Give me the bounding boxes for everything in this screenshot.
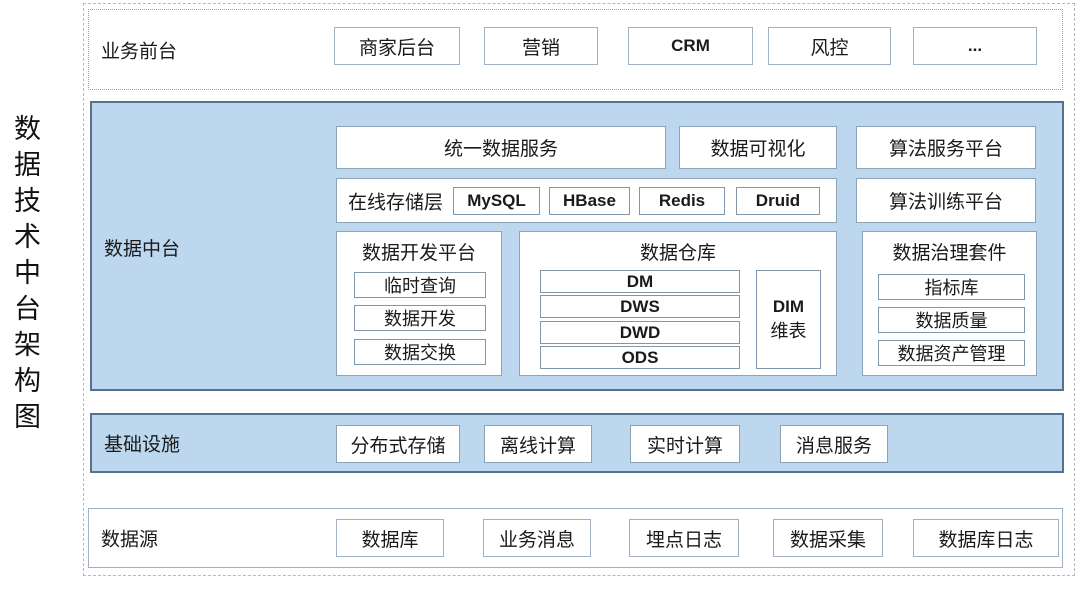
box-crm: CRM xyxy=(628,27,753,65)
box-business-message: 业务消息 xyxy=(483,519,591,557)
panel-data-governance: 数据治理套件 指标库 数据质量 数据资产管理 xyxy=(862,231,1037,376)
box-druid: Druid xyxy=(736,187,820,215)
box-distributed-storage: 分布式存储 xyxy=(336,425,460,463)
panel-data-warehouse: 数据仓库 DM DWS DWD ODS DIM 维表 xyxy=(519,231,837,376)
box-unified-data-service: 统一数据服务 xyxy=(336,126,666,169)
box-realtime-compute: 实时计算 xyxy=(630,425,740,463)
box-data-dev: 数据开发 xyxy=(354,305,486,331)
box-tracking-log: 埋点日志 xyxy=(629,519,739,557)
section-data-source-label: 数据源 xyxy=(101,529,159,551)
box-merchant-backend: 商家后台 xyxy=(334,27,460,65)
box-algo-service-platform: 算法服务平台 xyxy=(856,126,1036,169)
section-business-front: 业务前台 商家后台 营销 CRM 风控 ... xyxy=(88,9,1063,90)
box-database: 数据库 xyxy=(336,519,444,557)
dim-label-en: DIM xyxy=(772,296,805,316)
box-ods: ODS xyxy=(540,346,740,369)
box-data-asset-mgmt: 数据资产管理 xyxy=(878,340,1025,366)
box-data-exchange: 数据交换 xyxy=(354,339,486,365)
box-database-log: 数据库日志 xyxy=(913,519,1059,557)
section-data-mid-label: 数据中台 xyxy=(104,239,181,260)
box-algo-training-platform: 算法训练平台 xyxy=(856,178,1036,223)
online-storage-layer-label: 在线存储层 xyxy=(348,192,444,213)
section-infrastructure-label: 基础设施 xyxy=(104,434,181,456)
box-risk-control: 风控 xyxy=(768,27,891,65)
box-data-collection: 数据采集 xyxy=(773,519,883,557)
box-adhoc-query: 临时查询 xyxy=(354,272,486,298)
section-data-mid-platform: 数据中台 统一数据服务 数据可视化 算法服务平台 在线存储层 MySQL HBa… xyxy=(90,101,1064,391)
panel-data-governance-title: 数据治理套件 xyxy=(892,243,1007,264)
box-dws: DWS xyxy=(540,295,740,318)
section-data-source: 数据源 数据库 业务消息 埋点日志 数据采集 数据库日志 xyxy=(88,508,1063,568)
box-dwd: DWD xyxy=(540,321,740,344)
dim-label-zh: 维表 xyxy=(770,320,807,341)
box-marketing: 营销 xyxy=(484,27,598,65)
box-data-quality: 数据质量 xyxy=(878,307,1025,333)
panel-data-warehouse-title: 数据仓库 xyxy=(639,243,716,264)
panel-data-dev-platform: 数据开发平台 临时查询 数据开发 数据交换 xyxy=(336,231,502,376)
box-redis: Redis xyxy=(639,187,725,215)
box-dm: DM xyxy=(540,270,740,293)
box-hbase: HBase xyxy=(549,187,630,215)
outer-dashed-frame xyxy=(83,3,1075,576)
box-data-visualization: 数据可视化 xyxy=(679,126,837,169)
box-dim-dimension-table: DIM 维表 xyxy=(756,270,821,369)
box-ellipsis: ... xyxy=(913,27,1037,65)
section-business-front-label: 业务前台 xyxy=(101,41,178,62)
panel-data-dev-title: 数据开发平台 xyxy=(361,243,476,264)
box-message-service: 消息服务 xyxy=(780,425,888,463)
box-metric-library: 指标库 xyxy=(878,274,1025,300)
online-storage-layer: 在线存储层 MySQL HBase Redis Druid xyxy=(336,178,837,223)
page-title: 数据技术中台架构图 xyxy=(10,114,40,438)
box-offline-compute: 离线计算 xyxy=(484,425,592,463)
box-mysql: MySQL xyxy=(453,187,540,215)
section-infrastructure: 基础设施 分布式存储 离线计算 实时计算 消息服务 xyxy=(90,413,1064,473)
